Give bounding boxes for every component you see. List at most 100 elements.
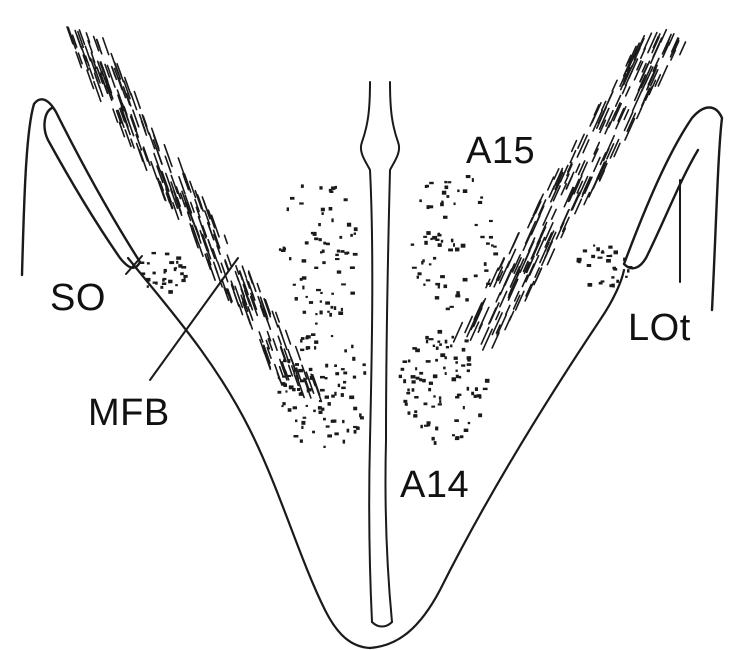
cell-dot	[305, 241, 309, 244]
cell-dot	[452, 336, 455, 339]
cell-dot	[351, 345, 353, 349]
mfb-hatching-right	[454, 30, 686, 350]
cell-dot	[577, 260, 581, 263]
optic-tract-left	[22, 99, 140, 275]
cell-dot	[607, 255, 611, 257]
cell-dot	[321, 208, 325, 212]
label-mfb: MFB	[88, 392, 170, 434]
cell-dot	[176, 256, 181, 259]
cell-dot	[331, 218, 333, 222]
cell-dot	[412, 380, 416, 383]
cell-dot	[456, 370, 458, 372]
cell-dot	[441, 201, 443, 204]
cell-dot	[331, 335, 333, 337]
cell-dot	[343, 440, 346, 444]
cell-dot	[446, 308, 450, 311]
cell-dot	[483, 388, 488, 390]
hatch-stroke	[680, 42, 686, 55]
cell-dot	[295, 420, 297, 423]
cell-dot	[322, 250, 325, 253]
cell-dot	[457, 294, 459, 297]
cell-dot	[301, 184, 304, 188]
cell-dot	[328, 402, 331, 406]
cell-dot	[344, 349, 347, 352]
hatch-stroke	[99, 86, 103, 96]
cell-dot	[153, 272, 156, 275]
cell-dot	[311, 333, 315, 336]
cell-dot	[479, 396, 482, 399]
cell-dot	[480, 196, 483, 198]
cell-dot	[331, 293, 334, 295]
cell-dot	[314, 267, 318, 269]
cell-dot	[323, 242, 326, 245]
cell-dot	[429, 263, 432, 265]
cell-dot	[606, 259, 611, 263]
cell-dot	[461, 364, 465, 366]
cell-dot	[591, 255, 595, 258]
cell-dot	[420, 425, 423, 429]
cell-dot	[153, 282, 158, 284]
cell-dot	[451, 239, 454, 243]
cell-dot	[354, 227, 358, 231]
cell-dot	[323, 446, 325, 448]
cell-dot	[468, 422, 471, 424]
cell-dot	[281, 382, 286, 386]
hatch-stroke	[578, 134, 584, 148]
hatch-stroke	[579, 161, 585, 175]
hatch-stroke	[87, 70, 94, 88]
cell-dot	[588, 283, 593, 287]
hatch-stroke	[286, 330, 291, 344]
cell-dot	[428, 388, 431, 391]
cell-dot	[445, 340, 448, 344]
cell-dot	[611, 276, 614, 278]
cell-dot	[467, 356, 472, 360]
cell-dot	[432, 236, 437, 240]
cell-dot	[181, 279, 185, 282]
cell-dot	[314, 237, 318, 240]
cell-dot	[435, 359, 438, 362]
cell-dot	[425, 185, 427, 188]
hatch-stroke	[454, 323, 463, 342]
cell-dot	[327, 434, 332, 437]
cell-dot	[408, 360, 411, 363]
cell-dot	[294, 368, 296, 372]
hatch-stroke	[278, 336, 281, 344]
cell-dot	[493, 246, 497, 248]
cell-dot	[165, 253, 170, 256]
hatch-stroke	[511, 270, 520, 290]
cell-dot	[174, 268, 177, 272]
hatch-stroke	[225, 235, 228, 243]
cell-dot	[587, 264, 592, 267]
hatch-stroke	[296, 347, 301, 360]
cell-dot	[465, 339, 469, 342]
cell-dot	[463, 189, 468, 193]
cell-dot	[406, 392, 410, 394]
cell-dot	[601, 251, 605, 253]
cell-dot	[417, 276, 419, 279]
cell-dot	[427, 205, 430, 209]
cell-dot	[162, 283, 166, 286]
cell-dot	[441, 240, 443, 243]
hatch-stroke	[624, 110, 628, 120]
cell-dot	[433, 345, 435, 347]
cell-dot	[401, 368, 405, 371]
cell-dot	[438, 243, 442, 247]
cell-dot	[300, 439, 303, 442]
section-outline-left	[128, 258, 370, 648]
cell-dot	[412, 388, 415, 392]
cell-dot	[334, 432, 338, 435]
hatch-stroke	[481, 327, 489, 344]
cell-dot	[320, 311, 323, 315]
cell-dot	[162, 279, 165, 282]
hatch-stroke	[242, 266, 246, 277]
cell-dot	[405, 403, 408, 406]
a14-cell-stipple	[278, 330, 490, 448]
cell-dot	[418, 272, 422, 275]
cell-dot	[412, 267, 417, 269]
cell-dot	[429, 182, 434, 184]
cell-dot	[489, 220, 493, 222]
cell-dot	[344, 198, 348, 201]
cell-dot	[340, 250, 344, 253]
cell-dot	[593, 245, 595, 247]
cell-dot	[169, 261, 174, 264]
